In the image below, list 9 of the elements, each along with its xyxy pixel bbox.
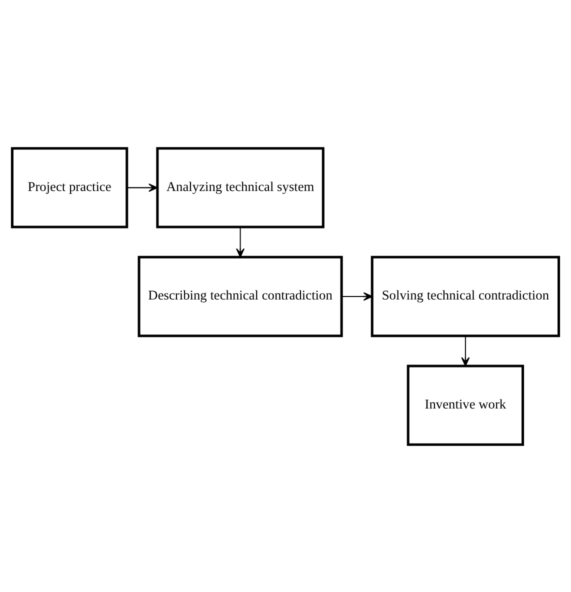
arrow [342,292,373,300]
node-box: Analyzing technical system [156,146,324,228]
node-box: Inventive work [406,364,524,446]
node-box: Project practice [10,146,128,228]
arrow [126,182,158,192]
node-box: Solving technical contradiction [370,255,560,337]
node-box: Describing technical contradiction [138,255,343,337]
arrow [236,226,245,258]
arrow [461,336,470,366]
